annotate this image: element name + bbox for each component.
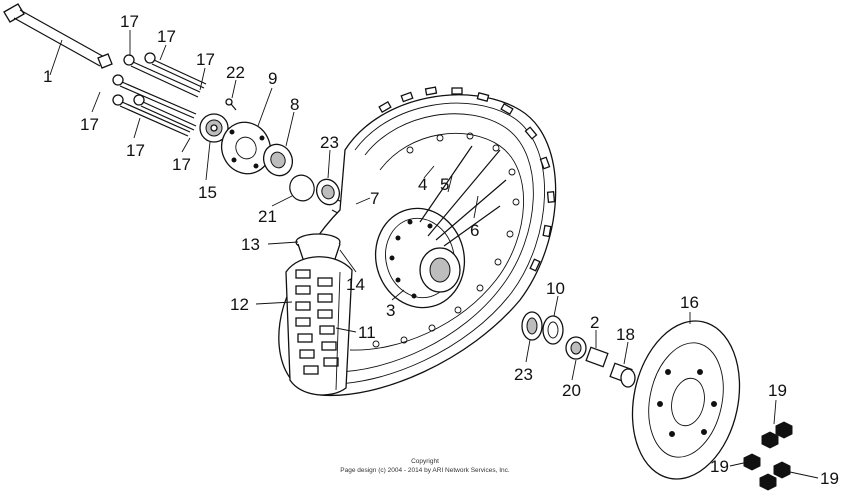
- callout-12: 12: [230, 295, 249, 314]
- leader-lines: [49, 30, 819, 479]
- callout-16: 16: [680, 293, 699, 312]
- ring-21: [289, 174, 315, 202]
- callout-3: 3: [386, 301, 395, 320]
- callout-2: 2: [590, 313, 599, 332]
- collar-18: [609, 362, 636, 388]
- copyright-title: Copyright: [411, 458, 439, 465]
- callout-17: 17: [172, 155, 191, 174]
- callout-19: 19: [768, 381, 787, 400]
- tire-tread-blocks: [295, 269, 339, 375]
- bearing-23-lower: [521, 311, 543, 341]
- rim-holes: [372, 132, 520, 348]
- callout-23: 23: [320, 133, 339, 152]
- bolts-lower: [112, 94, 197, 137]
- screw-22: [225, 98, 237, 111]
- callout-17: 17: [80, 115, 99, 134]
- callout-11: 11: [358, 323, 376, 342]
- hub-holes: [389, 219, 433, 299]
- callout-18: 18: [616, 325, 635, 344]
- bolts-upper: [112, 52, 207, 119]
- callout-19: 19: [710, 457, 729, 476]
- callout-19: 19: [820, 469, 839, 488]
- callout-5: 5: [440, 175, 449, 194]
- hub-holder-15: [199, 113, 229, 143]
- axle: [3, 3, 113, 69]
- nuts-19: [743, 421, 793, 491]
- copyright: Copyright Page design (c) 2004 - 2014 by…: [340, 458, 510, 474]
- callout-8: 8: [290, 95, 299, 114]
- spacer-2: [585, 346, 609, 368]
- callout-17: 17: [157, 27, 176, 46]
- callout-23: 23: [514, 365, 533, 384]
- tire-section-12: [285, 256, 353, 396]
- wheel-assembly: [278, 86, 557, 397]
- callout-17: 17: [196, 50, 215, 69]
- callout-labels: 1 17 17 17 17 17 17 22 9 8 15 23 21 7 4 …: [43, 12, 839, 488]
- callout-10: 10: [546, 279, 565, 298]
- callout-20: 20: [562, 381, 581, 400]
- callout-15: 15: [198, 183, 217, 202]
- callout-17: 17: [120, 12, 139, 31]
- seal-10: [542, 315, 564, 345]
- copyright-notice: Page design (c) 2004 - 2014 by ARI Netwo…: [340, 467, 510, 474]
- callout-21: 21: [258, 207, 277, 226]
- callout-7: 7: [370, 189, 379, 208]
- callout-17: 17: [126, 141, 145, 160]
- callout-4: 4: [418, 175, 427, 194]
- callout-1: 1: [43, 67, 52, 86]
- retainer-8: [262, 143, 294, 177]
- callout-14: 14: [346, 275, 365, 294]
- callout-22: 22: [226, 63, 245, 82]
- callout-6: 6: [470, 221, 479, 240]
- disc-holes: [657, 369, 717, 437]
- callout-13: 13: [241, 235, 260, 254]
- tread-pattern: [378, 86, 556, 272]
- callout-9: 9: [268, 69, 277, 88]
- bearing-23-upper: [315, 178, 341, 206]
- seal-20: [565, 336, 587, 360]
- speedo-plate-9: [220, 121, 272, 175]
- brake-disc-16: [631, 320, 741, 480]
